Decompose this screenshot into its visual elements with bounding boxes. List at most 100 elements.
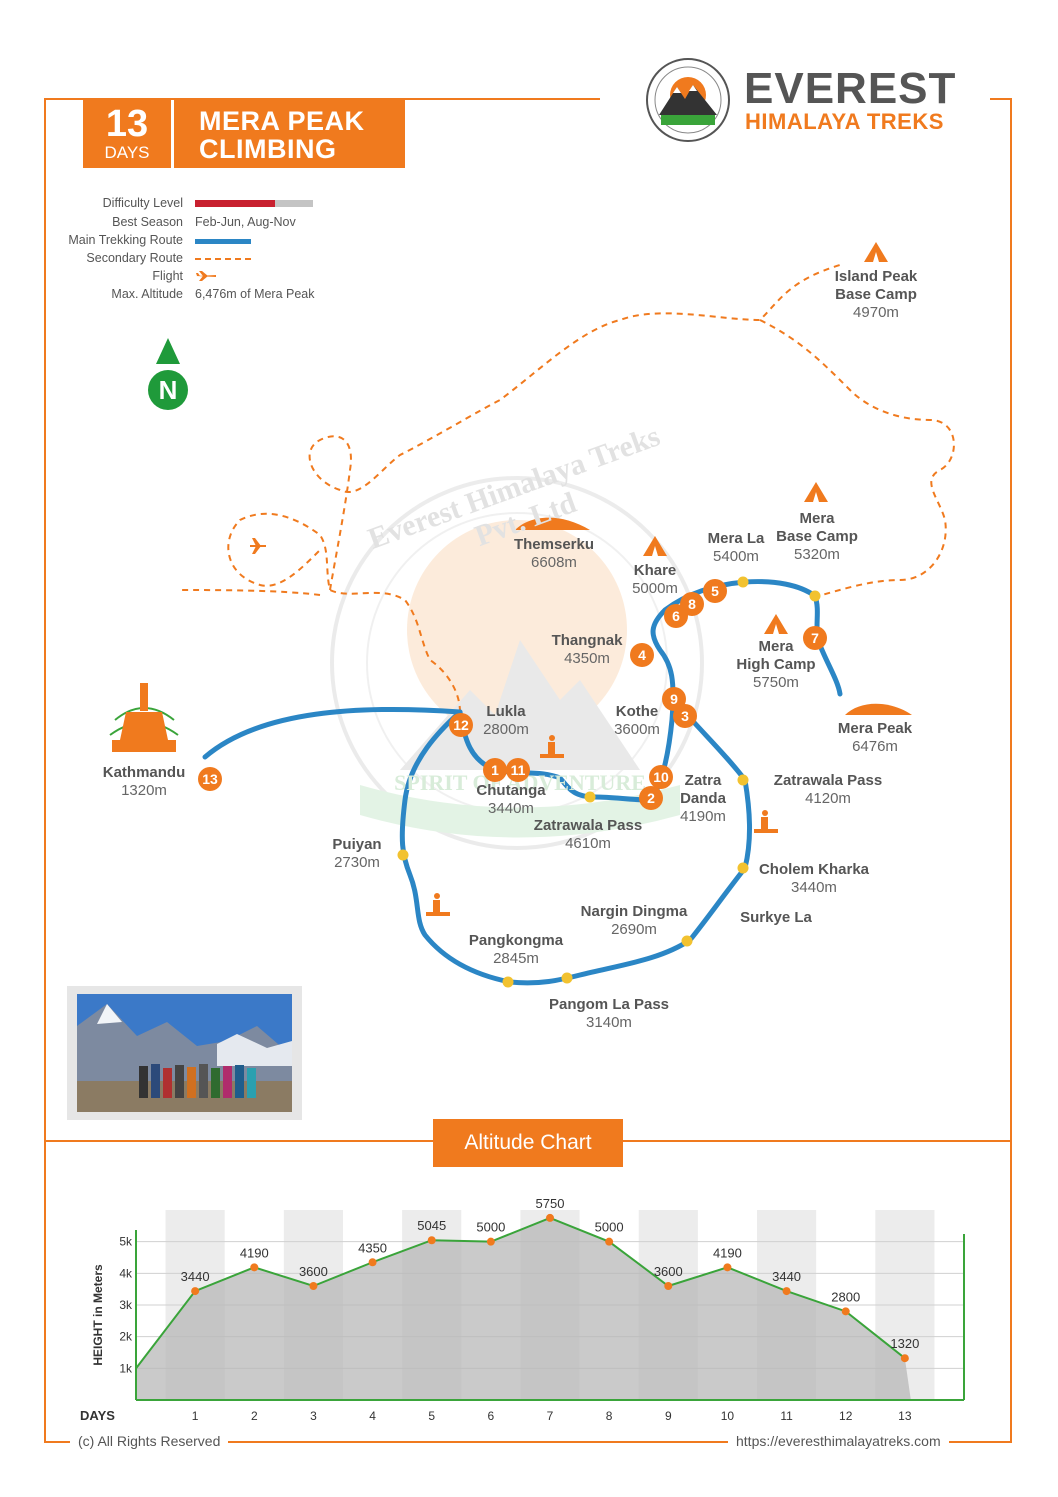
chart-data-label: 1320: [890, 1336, 919, 1351]
chart-point: [723, 1263, 732, 1272]
chart-x-tick-label: 11: [780, 1409, 793, 1423]
chart-x-tick-label: 2: [251, 1409, 258, 1423]
chart-point: [368, 1258, 377, 1267]
day-marker-5: 5: [703, 579, 727, 603]
mountain-icon: [515, 517, 590, 530]
chart-area: [136, 1217, 911, 1400]
difficulty-bar: [195, 200, 313, 207]
chart-point: [605, 1237, 614, 1246]
brand-name: EVEREST: [744, 64, 957, 113]
frame-top-left: [44, 98, 600, 100]
chart-data-label: 3600: [654, 1264, 683, 1279]
legend: Difficulty Level Best Season Feb-Jun, Au…: [0, 195, 330, 310]
title-box: 13 DAYS MERA PEAK CLIMBING: [83, 100, 405, 168]
north-arrow-icon: [148, 338, 188, 410]
altitude-chart: 3440141902360034350450455500065750750008…: [80, 1196, 965, 1423]
altitude-chart-title: Altitude Chart: [433, 1119, 623, 1167]
legend-max-alt-value: 6,476m of Mera Peak: [195, 287, 315, 301]
chart-point: [841, 1307, 850, 1316]
chart-x-tick-label: 5: [428, 1409, 435, 1423]
chart-data-label: 5000: [476, 1220, 505, 1235]
legend-season-value: Feb-Jun, Aug-Nov: [195, 215, 296, 229]
legend-flight-label: Flight: [152, 269, 183, 283]
watermark-logo-icon: [330, 476, 704, 850]
group-photo: [67, 986, 302, 1120]
chart-x-axis-label: DAYS: [80, 1408, 115, 1423]
hiker-icon: [426, 893, 450, 916]
day-marker-12: 12: [449, 713, 473, 737]
day-marker-11: 11: [506, 758, 530, 782]
day-marker-9: 9: [662, 687, 686, 711]
chart-data-label: 3600: [299, 1264, 328, 1279]
chart-data-label: 4190: [240, 1245, 269, 1260]
footer-url[interactable]: https://everesthimalayatreks.com: [728, 1432, 949, 1450]
day-marker-10: 10: [649, 765, 673, 789]
route-map: [109, 242, 955, 988]
chart-data-label: 2800: [831, 1289, 860, 1304]
brand-subtitle: HIMALAYA TREKS: [745, 109, 944, 134]
chart-x-tick-label: 12: [839, 1409, 853, 1423]
day-marker-13: 13: [198, 767, 222, 791]
day-marker-2: 2: [639, 786, 663, 810]
chart-x-tick-label: 6: [488, 1409, 495, 1423]
secondary-route-swatch: [195, 258, 251, 260]
chart-y-axis-label: HEIGHT in Meters: [91, 1264, 105, 1366]
hiker-icons: [426, 735, 778, 916]
footer-copyright: (c) All Rights Reserved: [70, 1432, 229, 1450]
chart-point: [309, 1282, 318, 1290]
title-separator: [171, 100, 174, 168]
frame-right: [1010, 98, 1012, 1443]
chart-x-tick-label: 4: [369, 1409, 376, 1423]
brand-logo-icon: [646, 58, 730, 142]
frame-bottom: [44, 1441, 1012, 1443]
frame-top-right: [990, 98, 1012, 100]
chart-data-label: 5045: [417, 1218, 446, 1233]
chart-point: [427, 1236, 436, 1245]
legend-max-alt-label: Max. Altitude: [111, 287, 183, 301]
frame-left: [44, 98, 46, 1443]
day-marker-7: 7: [803, 626, 827, 650]
day-marker-8: 8: [680, 592, 704, 616]
difficulty-bar-fill: [195, 200, 276, 207]
stop-markers: [397, 576, 821, 988]
legend-secondary-route-label: Secondary Route: [86, 251, 183, 265]
chart-x-tick-label: 7: [547, 1409, 554, 1423]
secondary-routes: [177, 264, 955, 713]
day-marker-4: 4: [630, 643, 654, 667]
chart-y-tick-label: 1k: [119, 1361, 133, 1375]
chart-point: [782, 1287, 791, 1296]
plane-icon: [250, 538, 266, 554]
main-route-swatch: [195, 239, 251, 244]
page-title: MERA PEAK CLIMBING: [199, 106, 365, 164]
plane-icon: [196, 271, 216, 281]
chart-point: [486, 1237, 495, 1246]
chart-data-label: 4190: [713, 1245, 742, 1260]
chart-data-label: 3440: [181, 1269, 210, 1284]
chart-y-tick-label: 3k: [119, 1298, 133, 1312]
chart-x-tick-label: 10: [721, 1409, 735, 1423]
place-label: Surkye La: [740, 909, 812, 926]
chart-x-tick-label: 1: [192, 1409, 199, 1423]
chart-x-tick-label: 3: [310, 1409, 317, 1423]
chart-point: [546, 1213, 554, 1222]
chart-y-tick-label: 4k: [119, 1266, 133, 1280]
day-marker-1: 1: [483, 758, 507, 782]
